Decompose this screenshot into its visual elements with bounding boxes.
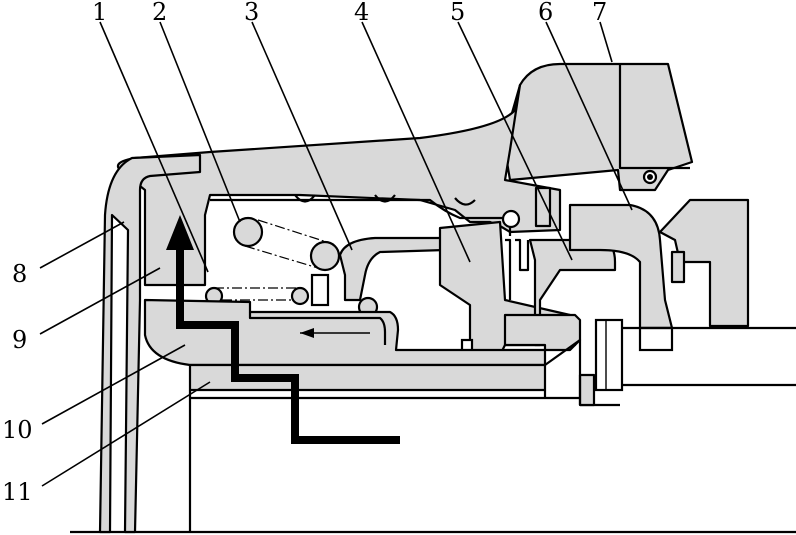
- label-2: 2: [152, 0, 167, 26]
- leader-9: [39, 267, 161, 335]
- outer-shell: [98, 153, 202, 534]
- piston-plug: [534, 186, 552, 228]
- label-5: 5: [450, 0, 465, 26]
- leader-3: [251, 21, 353, 251]
- right-flange: [658, 198, 750, 328]
- leader-5: [457, 21, 573, 261]
- label-10: 10: [2, 416, 33, 444]
- piston-detail: [505, 238, 530, 300]
- oil-flow-arrowhead: [166, 215, 194, 250]
- spring-line-1: [257, 219, 334, 245]
- label-9: 9: [12, 326, 27, 354]
- shaft-collar: [594, 318, 624, 392]
- flange-bolt: [670, 250, 686, 284]
- housing-bore: [618, 64, 690, 170]
- flow-arrow-head: [300, 328, 314, 338]
- leader-8: [39, 221, 125, 269]
- collar-pin: [578, 373, 596, 407]
- leader-11: [41, 381, 211, 487]
- label-4: 4: [354, 0, 369, 26]
- small-oring-core: [647, 174, 653, 180]
- label-3: 3: [244, 0, 259, 26]
- upper-housing: [503, 62, 694, 192]
- roller-small-2: [290, 286, 310, 306]
- roller-large-2: [309, 240, 341, 272]
- label-11: 11: [2, 478, 33, 506]
- leader-2: [159, 21, 241, 223]
- lever-arm: [338, 236, 447, 302]
- label-7: 7: [592, 0, 607, 26]
- leader-4: [361, 21, 471, 263]
- carrier-groove: [248, 312, 387, 345]
- piston-roller: [501, 209, 521, 229]
- spring-line-2: [244, 245, 319, 269]
- lever-stop: [310, 273, 330, 307]
- oil-flow-path: [176, 245, 400, 444]
- body-scallops: [294, 194, 476, 206]
- leader-1: [99, 21, 209, 273]
- label-8: 8: [12, 260, 27, 288]
- label-6: 6: [538, 0, 553, 26]
- leader-6: [545, 21, 633, 211]
- leader-7: [599, 21, 613, 63]
- label-1: 1: [92, 0, 107, 26]
- bracket-foot: [638, 326, 674, 352]
- roller-large-1: [232, 216, 264, 248]
- bottom-ring-lines: [188, 338, 582, 532]
- leader-10: [41, 344, 186, 425]
